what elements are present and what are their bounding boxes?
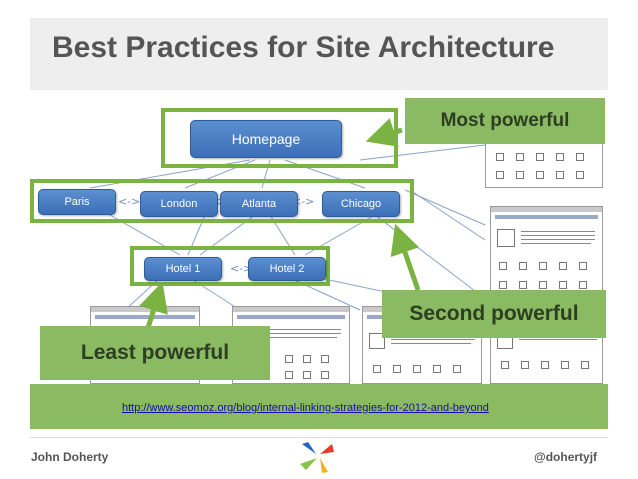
second-powerful-arrow [390,223,421,291]
city-node-atlanta: Atlanta [220,191,298,217]
svg-text:<->: <-> [230,262,252,275]
callout-label: Most powerful [440,110,570,131]
source-band [30,384,608,429]
least-powerful-arrow [139,281,168,329]
city-label: Atlanta [241,198,277,210]
twitter-handle: @dohertyjf [534,450,598,464]
city-node-london: London [140,191,218,217]
city-label: London [160,198,198,210]
hotel-node-1: Hotel 1 [144,257,222,281]
callout-label: Second powerful [409,302,579,325]
city-node-chicago: Chicago [322,191,400,217]
city-label: Paris [64,196,90,208]
most-powerful-arrow [365,118,403,147]
most-powerful-callout: Most powerful [405,98,605,144]
hotel-level-box [130,246,330,286]
hotel-label: Hotel 2 [269,263,305,275]
footer-divider [30,437,608,438]
source-link[interactable]: http://www.seomoz.org/blog/internal-link… [122,402,489,414]
second-powerful-callout: Second powerful [382,290,606,338]
city-node-paris: Paris [38,189,116,215]
title-bar [30,18,608,90]
architecture-diagram: <-> <-> <-> <-> Homepage Paris London At… [30,90,608,384]
svg-text:<->: <-> [118,195,140,208]
homepage-node: Homepage [190,120,342,158]
least-powerful-callout: Least powerful [40,326,270,380]
hotel-label: Hotel 1 [165,263,201,275]
slide-title: Best Practices for Site Architecture [52,31,555,64]
author-name: John Doherty [31,450,109,464]
hotel-node-2: Hotel 2 [248,257,326,281]
city-level-box [30,179,414,223]
callout-arrows [139,118,421,329]
city-label: Chicago [340,198,382,210]
logo-icon [300,442,334,473]
callout-label: Least powerful [80,341,230,364]
homepage-label: Homepage [231,131,301,147]
